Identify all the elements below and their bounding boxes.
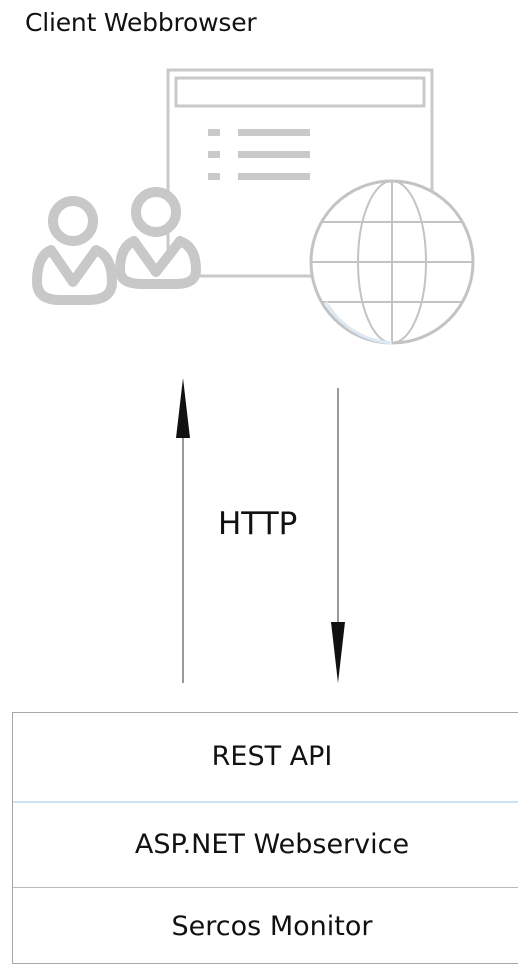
layer-sercos-monitor: Sercos Monitor <box>171 911 373 942</box>
browser-window-icon <box>166 68 434 278</box>
protocol-label: HTTP <box>218 506 298 542</box>
globe-icon <box>309 179 475 345</box>
request-arrow-up <box>176 378 190 683</box>
diagram-title: Client Webbrowser <box>25 8 257 37</box>
layer-separator <box>13 887 518 888</box>
layer-aspnet-webservice: ASP.NET Webservice <box>134 829 410 860</box>
layer-rest-api: REST API <box>211 741 333 772</box>
server-stack: REST API ASP.NET Webservice Sercos Monit… <box>12 712 518 964</box>
users-icon <box>32 187 201 305</box>
response-arrow-down <box>331 388 345 683</box>
layer-separator <box>13 801 518 803</box>
